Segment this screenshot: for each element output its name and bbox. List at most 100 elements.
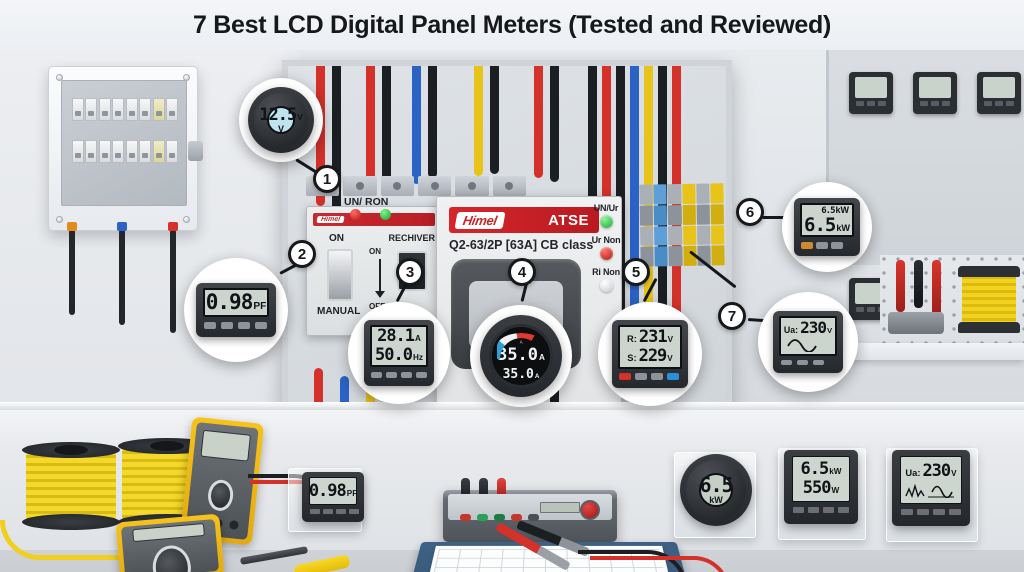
callout-5-buttons[interactable] — [619, 373, 679, 380]
callout-1-unit-bottom: V — [277, 123, 284, 134]
desk-meter-pf[interactable]: 0.98PF — [302, 472, 364, 522]
wall-meter-2-buttons[interactable] — [920, 101, 950, 107]
control-led-red — [350, 209, 361, 220]
callout-7-inner: Ua:230V — [758, 292, 858, 392]
callout-3-inner: 28.1A 50.0Hz — [348, 302, 450, 404]
callout-2-buttons[interactable] — [204, 322, 267, 329]
breaker-box-screw-bl — [56, 216, 63, 223]
callout-badge-1[interactable]: 1 — [313, 165, 341, 193]
breaker-row-top — [72, 98, 178, 121]
atse-type-label: ATSE — [548, 211, 589, 229]
callout-4-gauge: A 35.0A 35.0A — [489, 324, 553, 388]
callout-3-lcd: 28.1A 50.0Hz — [370, 325, 428, 367]
wire-spool-shelf-coil — [962, 272, 1016, 326]
callout-3-meter: 28.1A 50.0Hz — [364, 320, 434, 386]
multimeter-flat-body — [120, 519, 220, 572]
cable-black-2 — [382, 66, 391, 196]
wire-strippers[interactable] — [239, 542, 351, 572]
terminal-col-5 — [695, 183, 711, 266]
multimeter-upright-dial[interactable] — [206, 478, 235, 513]
callout-1-inner: 12.5V V — [239, 78, 323, 162]
breaker-box-latch[interactable] — [188, 141, 203, 161]
callout-badge-6[interactable]: 6 — [736, 198, 764, 226]
test-bench-knob[interactable] — [580, 500, 600, 520]
callout-3[interactable]: 28.1A 50.0Hz — [348, 302, 450, 404]
callout-4[interactable]: A 35.0A 35.0A — [470, 305, 572, 407]
wall-meter-3 — [977, 72, 1021, 114]
callout-7-waveform-icon — [787, 339, 817, 352]
leader-line-6 — [762, 216, 792, 219]
callout-2-meter: 0.98PF — [196, 283, 276, 337]
himel-logo: Himel — [454, 211, 506, 229]
desk-meter-dual-power[interactable]: 6.5kW 550W — [784, 450, 858, 524]
wall-cable-orange — [67, 222, 77, 315]
test-jack-black-2[interactable] — [479, 478, 488, 502]
terminal-col-3 — [667, 184, 683, 267]
control-arrow-on-label: ON — [369, 247, 381, 256]
callout-badge-5[interactable]: 5 — [622, 258, 650, 286]
manual-toggle-switch[interactable] — [327, 249, 353, 301]
test-jack-red[interactable] — [497, 478, 506, 502]
wall-meter-1-lcd — [855, 77, 887, 98]
desk-meter-round-kw[interactable]: 6.5 kW — [680, 454, 752, 526]
control-brand-label: Himel — [316, 216, 345, 223]
desk-meter-dual-power-line2: 550W — [802, 478, 840, 498]
desk-meter-dual-power-buttons[interactable] — [793, 507, 849, 513]
callout-3-buttons[interactable] — [371, 372, 427, 378]
indicator-ur-non-label: Ur Non — [591, 235, 621, 245]
desk-meter-round-kw-unit: kW — [709, 495, 723, 505]
callout-7-value: Ua:230V — [783, 318, 833, 337]
callout-2-inner: 0.98PF — [184, 258, 288, 362]
callout-1[interactable]: 12.5V V — [239, 78, 323, 162]
test-bench-lcd — [540, 502, 580, 513]
page-title: 7 Best LCD Digital Panel Meters (Tested … — [193, 10, 831, 39]
terminal-col-1 — [639, 184, 654, 267]
wall-cable-red — [168, 222, 178, 333]
loose-yellow-wire — [0, 520, 125, 560]
desk-meter-waveform-lcd: Ua:230V — [900, 456, 962, 504]
desk-meter-waveform[interactable]: Ua:230V — [892, 450, 970, 526]
callout-5-inner: R:231V S:229V — [598, 302, 702, 406]
multimeter-flat-dial[interactable] — [150, 544, 193, 572]
indicator-ri-non-led — [599, 279, 613, 292]
callout-3-line2: 50.0Hz — [375, 345, 423, 365]
wall-meter-3-buttons[interactable] — [984, 101, 1014, 107]
test-bench-unit[interactable] — [443, 478, 617, 542]
callout-5[interactable]: R:231V S:229V — [598, 302, 702, 406]
callout-badge-2[interactable]: 2 — [288, 240, 316, 268]
wire-spool-shelf-cap-top — [958, 266, 1020, 277]
test-bench-buttons[interactable] — [460, 514, 539, 521]
callout-badge-7[interactable]: 7 — [718, 302, 746, 330]
probe-lead-red-curl — [590, 556, 730, 572]
test-jack-black[interactable] — [461, 478, 470, 502]
terminal-col-6 — [710, 183, 725, 266]
waveform-icon — [905, 483, 954, 498]
callout-badge-4[interactable]: 4 — [508, 258, 536, 286]
callout-7-meter: Ua:230V — [773, 311, 843, 373]
breaker-box-screw-tl — [56, 74, 63, 81]
indicator-ur-non: Ur Non — [589, 235, 623, 260]
callout-7-buttons[interactable] — [781, 360, 824, 365]
callout-4-inner: A 35.0A 35.0A — [470, 305, 572, 407]
cable-red-3 — [534, 66, 543, 178]
callout-6[interactable]: 6.5kW 6.5kW — [782, 182, 872, 272]
callout-7[interactable]: Ua:230V — [758, 292, 858, 392]
multimeter-flat[interactable] — [115, 513, 225, 572]
callout-2-value: 0.98PF — [205, 290, 267, 314]
wall-meter-1-buttons[interactable] — [856, 101, 886, 107]
callout-7-lcd: Ua:230V — [779, 316, 837, 356]
breaker-row-bottom — [72, 140, 178, 163]
callout-badge-3[interactable]: 3 — [396, 258, 424, 286]
callout-2[interactable]: 0.98PF — [184, 258, 288, 362]
callout-6-meter: 6.5kW 6.5kW — [794, 198, 860, 256]
wire-spool-left — [22, 442, 120, 530]
desk-meter-waveform-value: Ua:230V — [905, 460, 957, 481]
test-bench-faceplate — [448, 494, 612, 521]
control-rechiver-label: RECHIVER — [388, 233, 435, 243]
desk-meter-pf-buttons[interactable] — [310, 509, 359, 514]
harness-blue-a — [630, 66, 639, 334]
callout-6-buttons[interactable] — [801, 242, 843, 249]
control-arrow-icon — [379, 259, 381, 293]
desk-meter-waveform-buttons[interactable] — [901, 509, 961, 515]
control-led-green — [380, 209, 391, 220]
